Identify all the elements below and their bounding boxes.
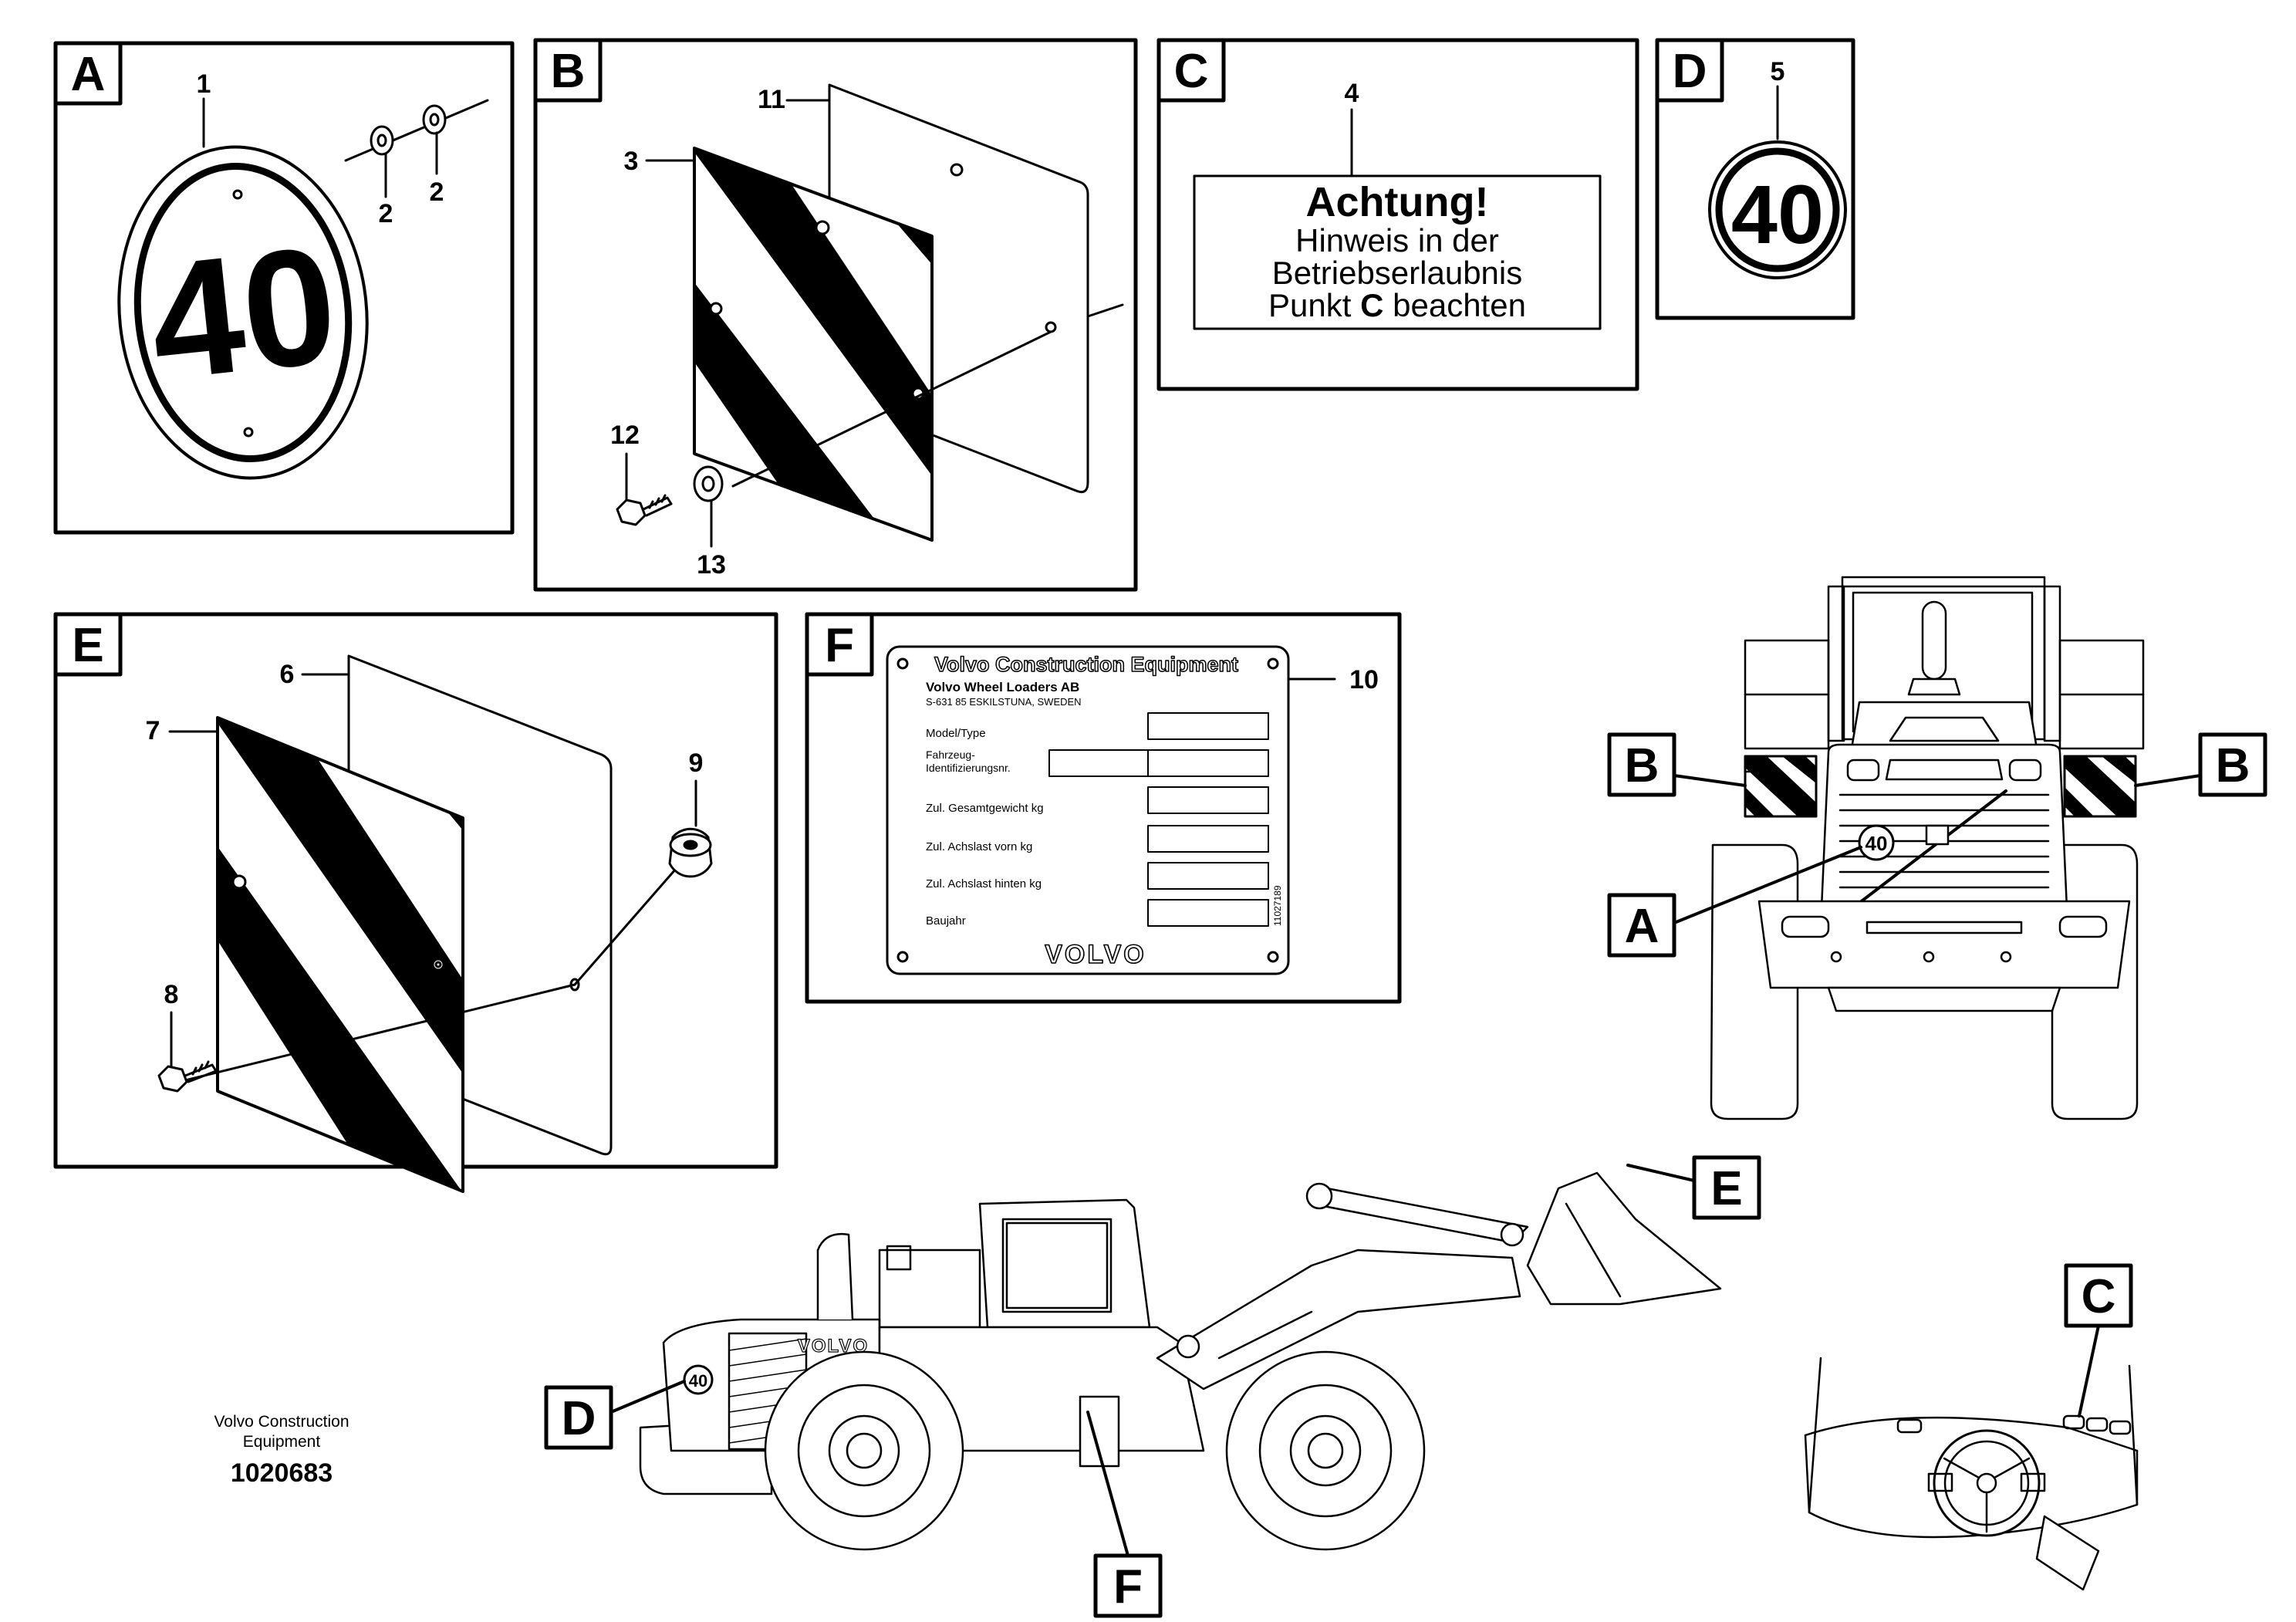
front-warning-plate-left (1744, 755, 1818, 818)
callout-9: 9 (689, 748, 704, 778)
side-view-callouts: E D F (544, 1155, 1761, 1618)
field-model-type: Model/Type (926, 727, 986, 740)
panel-e: E 6 (53, 612, 778, 1193)
label-line-3: Punkt C beachten (1268, 287, 1526, 323)
panel-d-letter: D (1673, 45, 1707, 98)
plate-side-code: 11027189 (1272, 885, 1283, 926)
type-plate: Volvo Construction Equipment Volvo Wheel… (886, 645, 1290, 975)
field-gesamtgewicht: Zul. Gesamtgewicht kg (926, 802, 1044, 815)
warning-plate-e (216, 716, 464, 1193)
panel-e-letter: E (72, 619, 103, 672)
warning-plate (693, 147, 934, 542)
plate-address: S-631 85 ESKILSTUNA, SWEDEN (926, 696, 1082, 708)
footer-caption-line-1: Volvo Construction (214, 1413, 349, 1431)
panel-d: D 5 40 (1655, 38, 1855, 320)
front-callout-b-left: B (1625, 739, 1660, 792)
plate-header: Volvo Construction Equipment (934, 653, 1238, 676)
callout-8: 8 (164, 980, 179, 1009)
front-callout-b-right: B (2216, 739, 2250, 792)
panel-a: A 40 1 2 2 (53, 41, 515, 535)
plate-company: Volvo Wheel Loaders AB (926, 680, 1079, 694)
side-view-machine: VOLVO 40 (639, 1171, 1722, 1551)
panel-f: F Volvo Construction Equipment Volvo Whe… (805, 612, 1402, 1004)
front-view-callouts: B B A (1607, 732, 2267, 958)
callout-3: 3 (624, 147, 639, 176)
panel-f-letter: F (825, 619, 854, 672)
callout-7: 7 (146, 716, 160, 745)
front-callout-a: A (1625, 900, 1660, 953)
callout-2-left: 2 (379, 199, 393, 228)
speed-limit-plate: 40 (117, 145, 369, 480)
callout-10: 10 (1349, 665, 1379, 694)
panel-b: B 11 (533, 38, 1138, 592)
label-line-2: Betriebserlaubnis (1272, 255, 1523, 291)
field-achslast-vorn: Zul. Achslast vorn kg (926, 840, 1032, 853)
label-line-1: Hinweis in der (1295, 222, 1499, 259)
sticker-speed-text: 40 (1731, 167, 1824, 261)
panel-a-letter: A (71, 48, 106, 101)
callout-11: 11 (758, 85, 785, 114)
bolt-8 (157, 1060, 218, 1093)
panel-b-letter: B (551, 45, 586, 98)
field-fahrzeug: Fahrzeug- (926, 748, 975, 761)
side-callout-e: E (1710, 1162, 1742, 1215)
cab-interior-view (1804, 1357, 2139, 1591)
speed-limit-text: 40 (142, 211, 345, 415)
front-warning-plate-right (2063, 755, 2137, 818)
front-speed-sign: 40 (1866, 832, 1888, 855)
field-identifizierungsnr: Identifizierungsnr. (926, 762, 1011, 774)
side-callout-d: D (562, 1392, 596, 1445)
spacer-9 (668, 827, 713, 878)
washer-13 (693, 465, 724, 502)
cab-callout: C (2064, 1263, 2133, 1418)
illustration-id: 1020683 (230, 1458, 333, 1488)
label-title: Achtung! (1306, 179, 1489, 225)
diagram-footer: Volvo Construction Equipment 1020683 (154, 1412, 409, 1489)
callout-12: 12 (610, 421, 640, 450)
callout-6: 6 (280, 660, 295, 689)
field-achslast-hinten: Zul. Achslast hinten kg (926, 877, 1042, 890)
speed-limit-sticker: 40 (1708, 140, 1847, 279)
washers (344, 99, 489, 198)
callout-5: 5 (1771, 57, 1785, 86)
callout-4: 4 (1345, 79, 1359, 108)
cab-callout-c: C (2082, 1270, 2116, 1323)
plate-brand: VOLVO (1045, 940, 1146, 969)
callout-2-right: 2 (430, 177, 444, 207)
side-speed-sign: 40 (689, 1371, 707, 1391)
footer-caption-line-2: Equipment (242, 1433, 321, 1451)
callout-13: 13 (697, 550, 726, 580)
panel-c: C 4 Achtung! Hinweis in der Betriebserla… (1156, 38, 1639, 391)
warning-label: Achtung! Hinweis in der Betriebserlaubni… (1193, 174, 1602, 330)
bolt-12 (616, 494, 673, 526)
callout-1: 1 (197, 69, 211, 99)
front-view-machine: 40 (1710, 576, 2145, 1120)
panel-c-letter: C (1174, 45, 1209, 98)
side-callout-f: F (1113, 1560, 1143, 1614)
field-baujahr: Baujahr (926, 914, 966, 928)
